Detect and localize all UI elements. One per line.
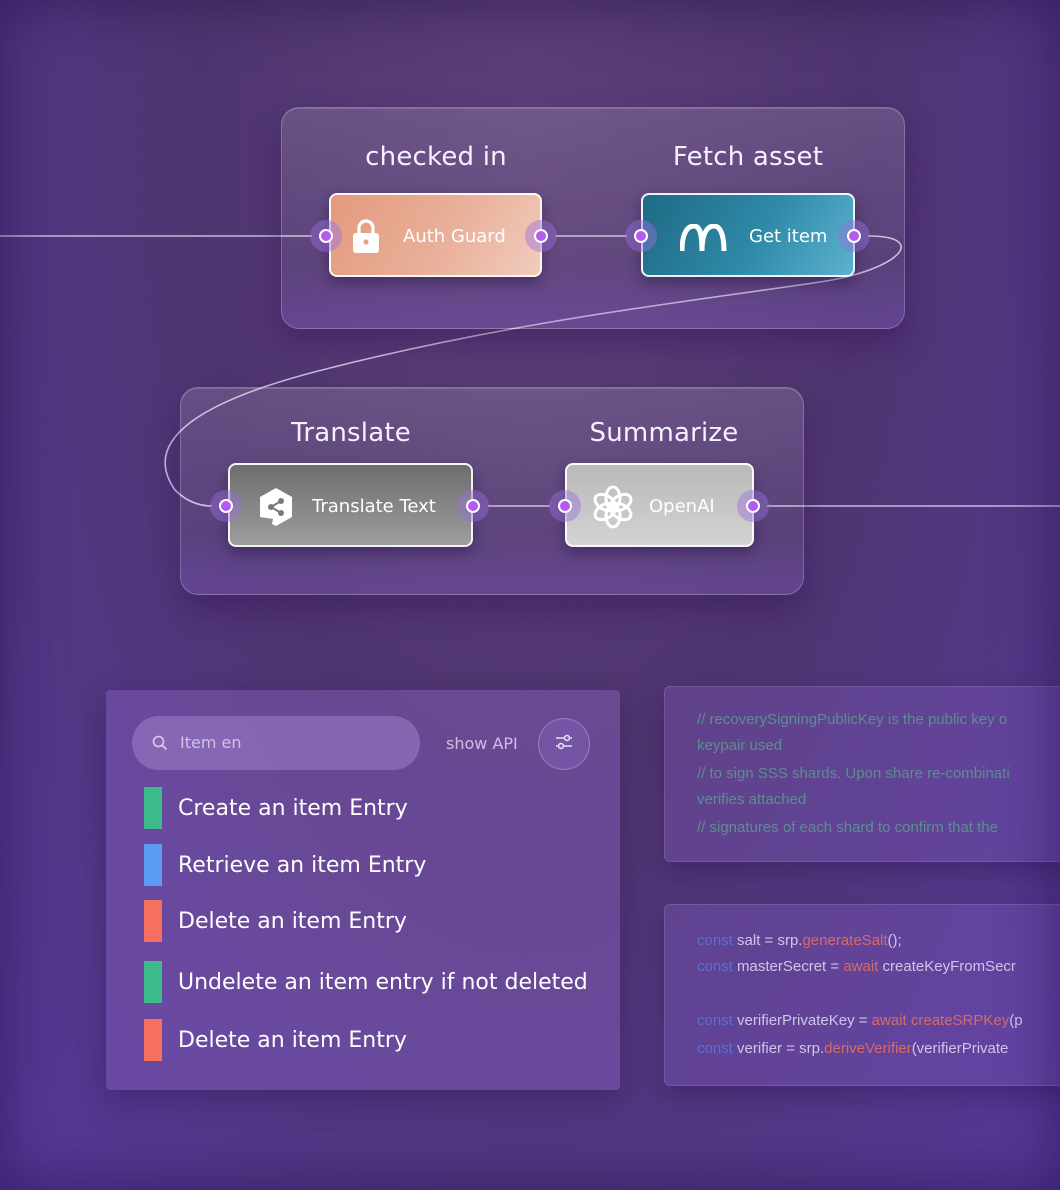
entry-label: Undelete an item entry if not deleted (178, 969, 588, 995)
search-input[interactable]: Item en (180, 733, 242, 752)
step-title-checked-in: checked in (365, 142, 507, 172)
sliders-icon (554, 732, 574, 756)
translate-logo-icon (256, 485, 296, 529)
step-title-translate: Translate (291, 418, 411, 448)
openai-logo-icon (589, 483, 637, 531)
port-translate-out[interactable] (466, 499, 480, 513)
list-item[interactable]: Create an item Entry (144, 787, 408, 829)
list-item[interactable]: Undelete an item entry if not deleted (144, 961, 588, 1003)
m-logo-icon (679, 223, 729, 253)
api-entries-panel: Item en show API Create an item Entry Re… (106, 690, 620, 1090)
wire-get-to-translate (164, 235, 902, 507)
code-line: keypair used (697, 737, 783, 754)
method-color-bar (144, 900, 162, 942)
search-field[interactable]: Item en (132, 716, 420, 770)
node-label: Get item (749, 226, 828, 247)
code-line: const verifier = srp.deriveVerifier(veri… (697, 1040, 1009, 1057)
code-line: const salt = srp.generateSalt(); (697, 932, 902, 949)
port-auth-in[interactable] (319, 229, 333, 243)
node-label: OpenAI (649, 496, 715, 517)
entry-label: Delete an item Entry (178, 1027, 407, 1053)
step-title-summarize: Summarize (589, 418, 739, 448)
list-item[interactable]: Delete an item Entry (144, 1019, 407, 1061)
code-line: // recoverySigningPublicKey is the publi… (697, 711, 1008, 728)
port-openai-out[interactable] (746, 499, 760, 513)
show-api-toggle[interactable]: show API (446, 734, 518, 753)
list-item[interactable]: Delete an item Entry (144, 900, 407, 942)
node-openai[interactable]: OpenAI (565, 463, 754, 547)
node-auth-guard[interactable]: Auth Guard (329, 193, 542, 277)
code-block-srp: const salt = srp.generateSalt(); const m… (664, 904, 1060, 1086)
port-get-out[interactable] (847, 229, 861, 243)
method-color-bar (144, 961, 162, 1003)
method-color-bar (144, 1019, 162, 1061)
method-color-bar (144, 787, 162, 829)
node-translate-text[interactable]: Translate Text (228, 463, 473, 547)
entry-label: Create an item Entry (178, 795, 408, 821)
node-label: Auth Guard (403, 226, 506, 247)
list-item[interactable]: Retrieve an item Entry (144, 844, 426, 886)
port-openai-in[interactable] (558, 499, 572, 513)
entry-label: Retrieve an item Entry (178, 852, 427, 878)
step-title-fetch-asset: Fetch asset (672, 142, 824, 172)
method-color-bar (144, 844, 162, 886)
port-get-in[interactable] (634, 229, 648, 243)
port-translate-in[interactable] (219, 499, 233, 513)
code-line: const verifierPrivateKey = await createS… (697, 1012, 1023, 1029)
code-line: // signatures of each shard to confirm t… (697, 819, 998, 836)
node-get-item[interactable]: Get item (641, 193, 855, 277)
code-line: verifies attached (697, 791, 807, 808)
port-auth-out[interactable] (534, 229, 548, 243)
entry-label: Delete an item Entry (178, 908, 407, 934)
lock-icon (349, 217, 383, 255)
search-icon (152, 735, 168, 755)
code-line: const masterSecret = await createKeyFrom… (697, 958, 1016, 975)
node-label: Translate Text (312, 496, 436, 517)
code-line: // to sign SSS shards. Upon share re-com… (697, 765, 1010, 782)
filter-button[interactable] (538, 718, 590, 770)
code-block-comments: // recoverySigningPublicKey is the publi… (664, 686, 1060, 862)
